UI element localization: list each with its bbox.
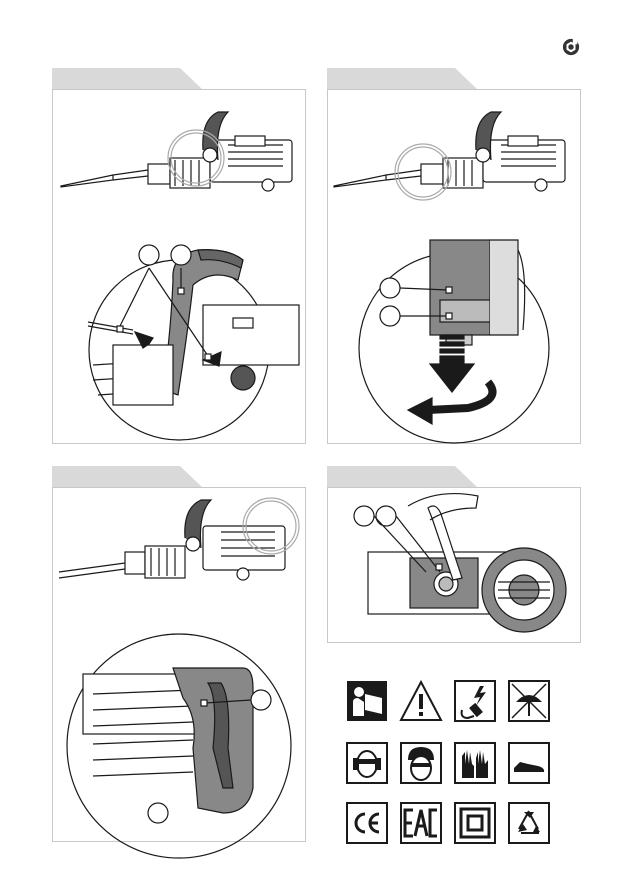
hammer-illustration xyxy=(53,488,305,841)
hammer-illustration xyxy=(53,90,305,443)
head-protection-icon xyxy=(400,742,442,784)
recycling-icon xyxy=(508,802,550,844)
warning-triangle-icon xyxy=(400,680,442,722)
panel-tab xyxy=(52,466,202,487)
read-manual-icon xyxy=(346,680,388,722)
panel-handle-attach xyxy=(52,89,306,444)
keep-dry-icon xyxy=(508,680,550,722)
safety-symbols xyxy=(346,680,554,850)
ce-mark-icon xyxy=(346,802,388,844)
unplug-icon xyxy=(454,680,496,722)
double-insulation-icon xyxy=(454,802,496,844)
panel-tab xyxy=(327,466,477,487)
brand-logo-icon xyxy=(562,38,580,56)
hearing-eye-protection-icon xyxy=(346,742,388,784)
safety-shoes-icon xyxy=(508,742,550,784)
panel-chisel-insert xyxy=(327,89,581,444)
panel-tab xyxy=(52,68,202,89)
gloves-icon xyxy=(454,742,496,784)
panel-switch xyxy=(52,487,306,842)
panel-grease-cap xyxy=(327,487,581,643)
hammer-illustration xyxy=(328,488,580,642)
panel-tab xyxy=(327,68,477,89)
hammer-illustration xyxy=(328,90,580,443)
eac-mark-icon xyxy=(400,802,442,844)
